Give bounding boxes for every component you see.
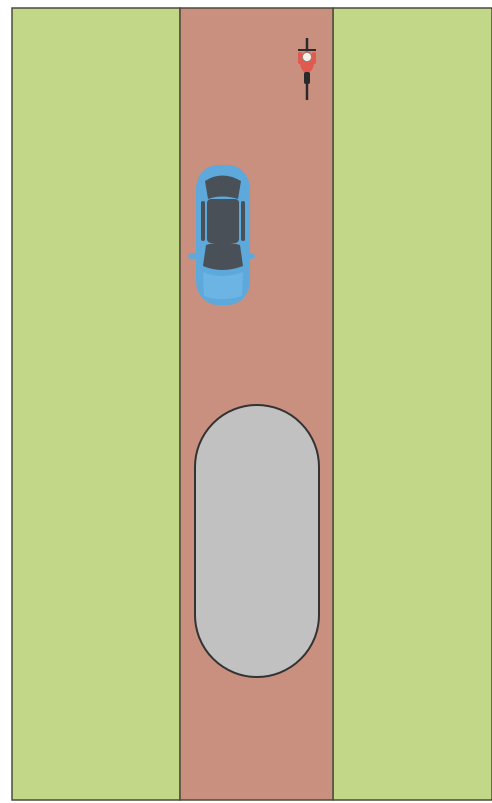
car-roof xyxy=(207,199,239,243)
car-windshield xyxy=(203,243,243,271)
car-rear-window xyxy=(205,176,241,200)
left-grass-verge xyxy=(12,8,180,800)
right-grass-verge xyxy=(333,8,492,800)
car-right-windows xyxy=(241,201,245,241)
cyclist-right-arm xyxy=(312,52,316,64)
car-hood xyxy=(203,272,243,299)
cyclist-left-arm xyxy=(298,52,302,64)
car-left-windows xyxy=(201,201,205,241)
road-surface xyxy=(180,8,333,800)
cyclist-helmet xyxy=(303,53,312,62)
cyclist-legs xyxy=(304,72,310,84)
car-top-view-icon xyxy=(188,165,255,305)
traffic-island xyxy=(195,405,319,677)
